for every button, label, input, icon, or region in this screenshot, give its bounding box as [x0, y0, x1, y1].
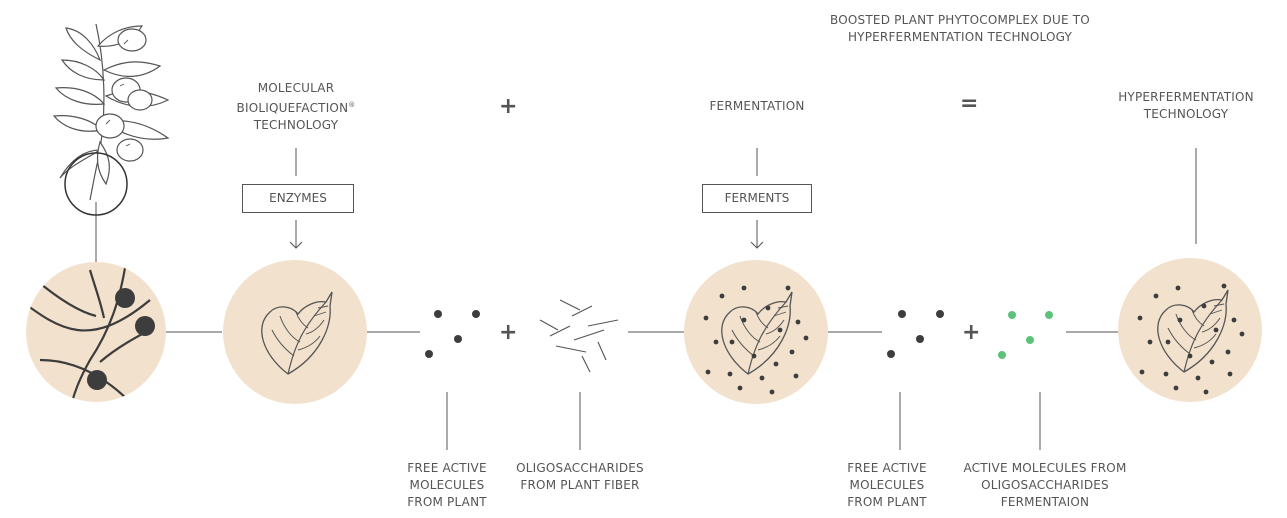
- label-line: FROM PLANT FIBER: [520, 478, 640, 492]
- fermented-leaf-icon: [684, 260, 828, 404]
- label-line: FERMENTAION: [1000, 495, 1090, 509]
- dots-icon: [425, 310, 480, 358]
- label-line: OLIGOSACCHARIDES: [516, 461, 644, 475]
- equals-operator: =: [960, 91, 979, 116]
- label-line: FREE ACTIVE: [407, 461, 487, 475]
- dots-icon: [887, 310, 944, 358]
- label-line: TECHNOLOGY: [253, 118, 339, 132]
- enzymes-box: ENZYMES: [242, 184, 354, 213]
- label-line: FROM PLANT: [407, 495, 487, 509]
- label-line: BIOLIQUEFACTION®: [216, 97, 376, 117]
- label-line: HYPERFERMENTATION: [1118, 90, 1254, 104]
- magnified-cell-icon: [26, 262, 166, 402]
- label-line: OLIGOSACCHARIDES: [981, 478, 1109, 492]
- fiber-icon: [539, 299, 619, 373]
- active-molecules-from-oligosaccharides-label: ACTIVE MOLECULES FROM OLIGOSACCHARIDES F…: [945, 460, 1145, 511]
- ferments-box: FERMENTS: [702, 184, 812, 213]
- fermentation-label: FERMENTATION: [677, 98, 837, 115]
- label-text: BIOLIQUEFACTION: [236, 101, 349, 115]
- olive-branch-icon: [52, 23, 170, 201]
- down-arrow-icon: [289, 220, 303, 249]
- label-line: FROM PLANT: [847, 495, 927, 509]
- title-line: BOOSTED PLANT PHYTOCOMPLEX DUE TO: [830, 13, 1090, 27]
- free-active-molecules-label: FREE ACTIVE MOLECULES FROM PLANT: [817, 460, 957, 511]
- vertical-lines: [95, 148, 1197, 450]
- hyperfermented-leaf-icon: [1118, 258, 1262, 402]
- green-dots-icon: [998, 311, 1053, 359]
- label-line: MOLECULES: [849, 478, 925, 492]
- hyperfermentation-label: HYPERFERMENTATION TECHNOLOGY: [1098, 89, 1274, 123]
- title-line: HYPERFERMENTATION TECHNOLOGY: [847, 30, 1073, 44]
- bioliquefaction-label: MOLECULAR BIOLIQUEFACTION® TECHNOLOGY: [216, 80, 376, 134]
- plus-operator: +: [962, 320, 981, 345]
- down-arrow-icon: [750, 220, 764, 249]
- diagram-title: BOOSTED PLANT PHYTOCOMPLEX DUE TO HYPERF…: [800, 12, 1120, 46]
- label-line: FERMENTATION: [709, 99, 805, 113]
- plus-operator: +: [499, 320, 518, 345]
- leaf-icon: [223, 260, 367, 404]
- label-line: FREE ACTIVE: [847, 461, 927, 475]
- magnifier-ring: [64, 152, 128, 216]
- label-line: MOLECULAR: [257, 81, 335, 95]
- label-line: TECHNOLOGY: [1143, 107, 1229, 121]
- oligosaccharides-label: OLIGOSACCHARIDES FROM PLANT FIBER: [495, 460, 665, 494]
- plus-operator: +: [499, 94, 518, 119]
- free-active-molecules-label: FREE ACTIVE MOLECULES FROM PLANT: [377, 460, 517, 511]
- label-line: MOLECULES: [409, 478, 485, 492]
- trademark-symbol: ®: [348, 101, 356, 109]
- label-line: ACTIVE MOLECULES FROM: [963, 461, 1127, 475]
